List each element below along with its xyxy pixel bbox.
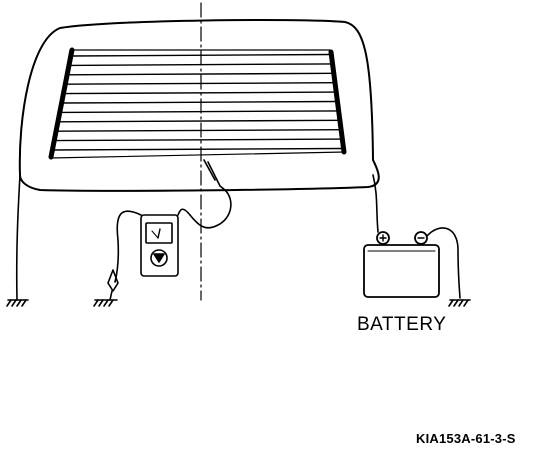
grid-line: [60, 100, 339, 104]
battery-ground-wire: [426, 227, 461, 299]
grid-line: [64, 81, 336, 85]
meter-ground-lead: [107, 210, 142, 301]
ground-symbol-left: [6, 299, 29, 307]
meter-probe: [177, 159, 232, 229]
left-ground-wire: [15, 174, 21, 301]
grid-line: [62, 91, 338, 95]
rear-window-glass: [49, 49, 346, 159]
vehicle-body-outline: [18, 19, 380, 192]
battery: [363, 231, 440, 298]
voltmeter: [140, 214, 179, 277]
battery-positive-terminal: [376, 231, 390, 245]
ground-symbol-battery: [448, 299, 471, 307]
grid-line: [51, 147, 345, 151]
battery-negative-terminal: [414, 231, 428, 245]
left-bus-bar: [48, 47, 75, 160]
grid-line: [55, 128, 342, 132]
right-bus-bar: [328, 49, 347, 155]
battery-label: BATTERY: [357, 314, 447, 335]
defroster-grid-lines: [51, 53, 345, 151]
grid-line: [66, 72, 335, 76]
bus-bars: [48, 47, 347, 160]
ground-symbol-meter: [93, 299, 118, 307]
grid-line: [53, 138, 344, 142]
battery-positive-wire: [372, 174, 379, 233]
grid-line: [59, 110, 340, 114]
grid-line: [57, 119, 341, 123]
figure-code: KIA153A-61-3-S: [416, 431, 516, 446]
